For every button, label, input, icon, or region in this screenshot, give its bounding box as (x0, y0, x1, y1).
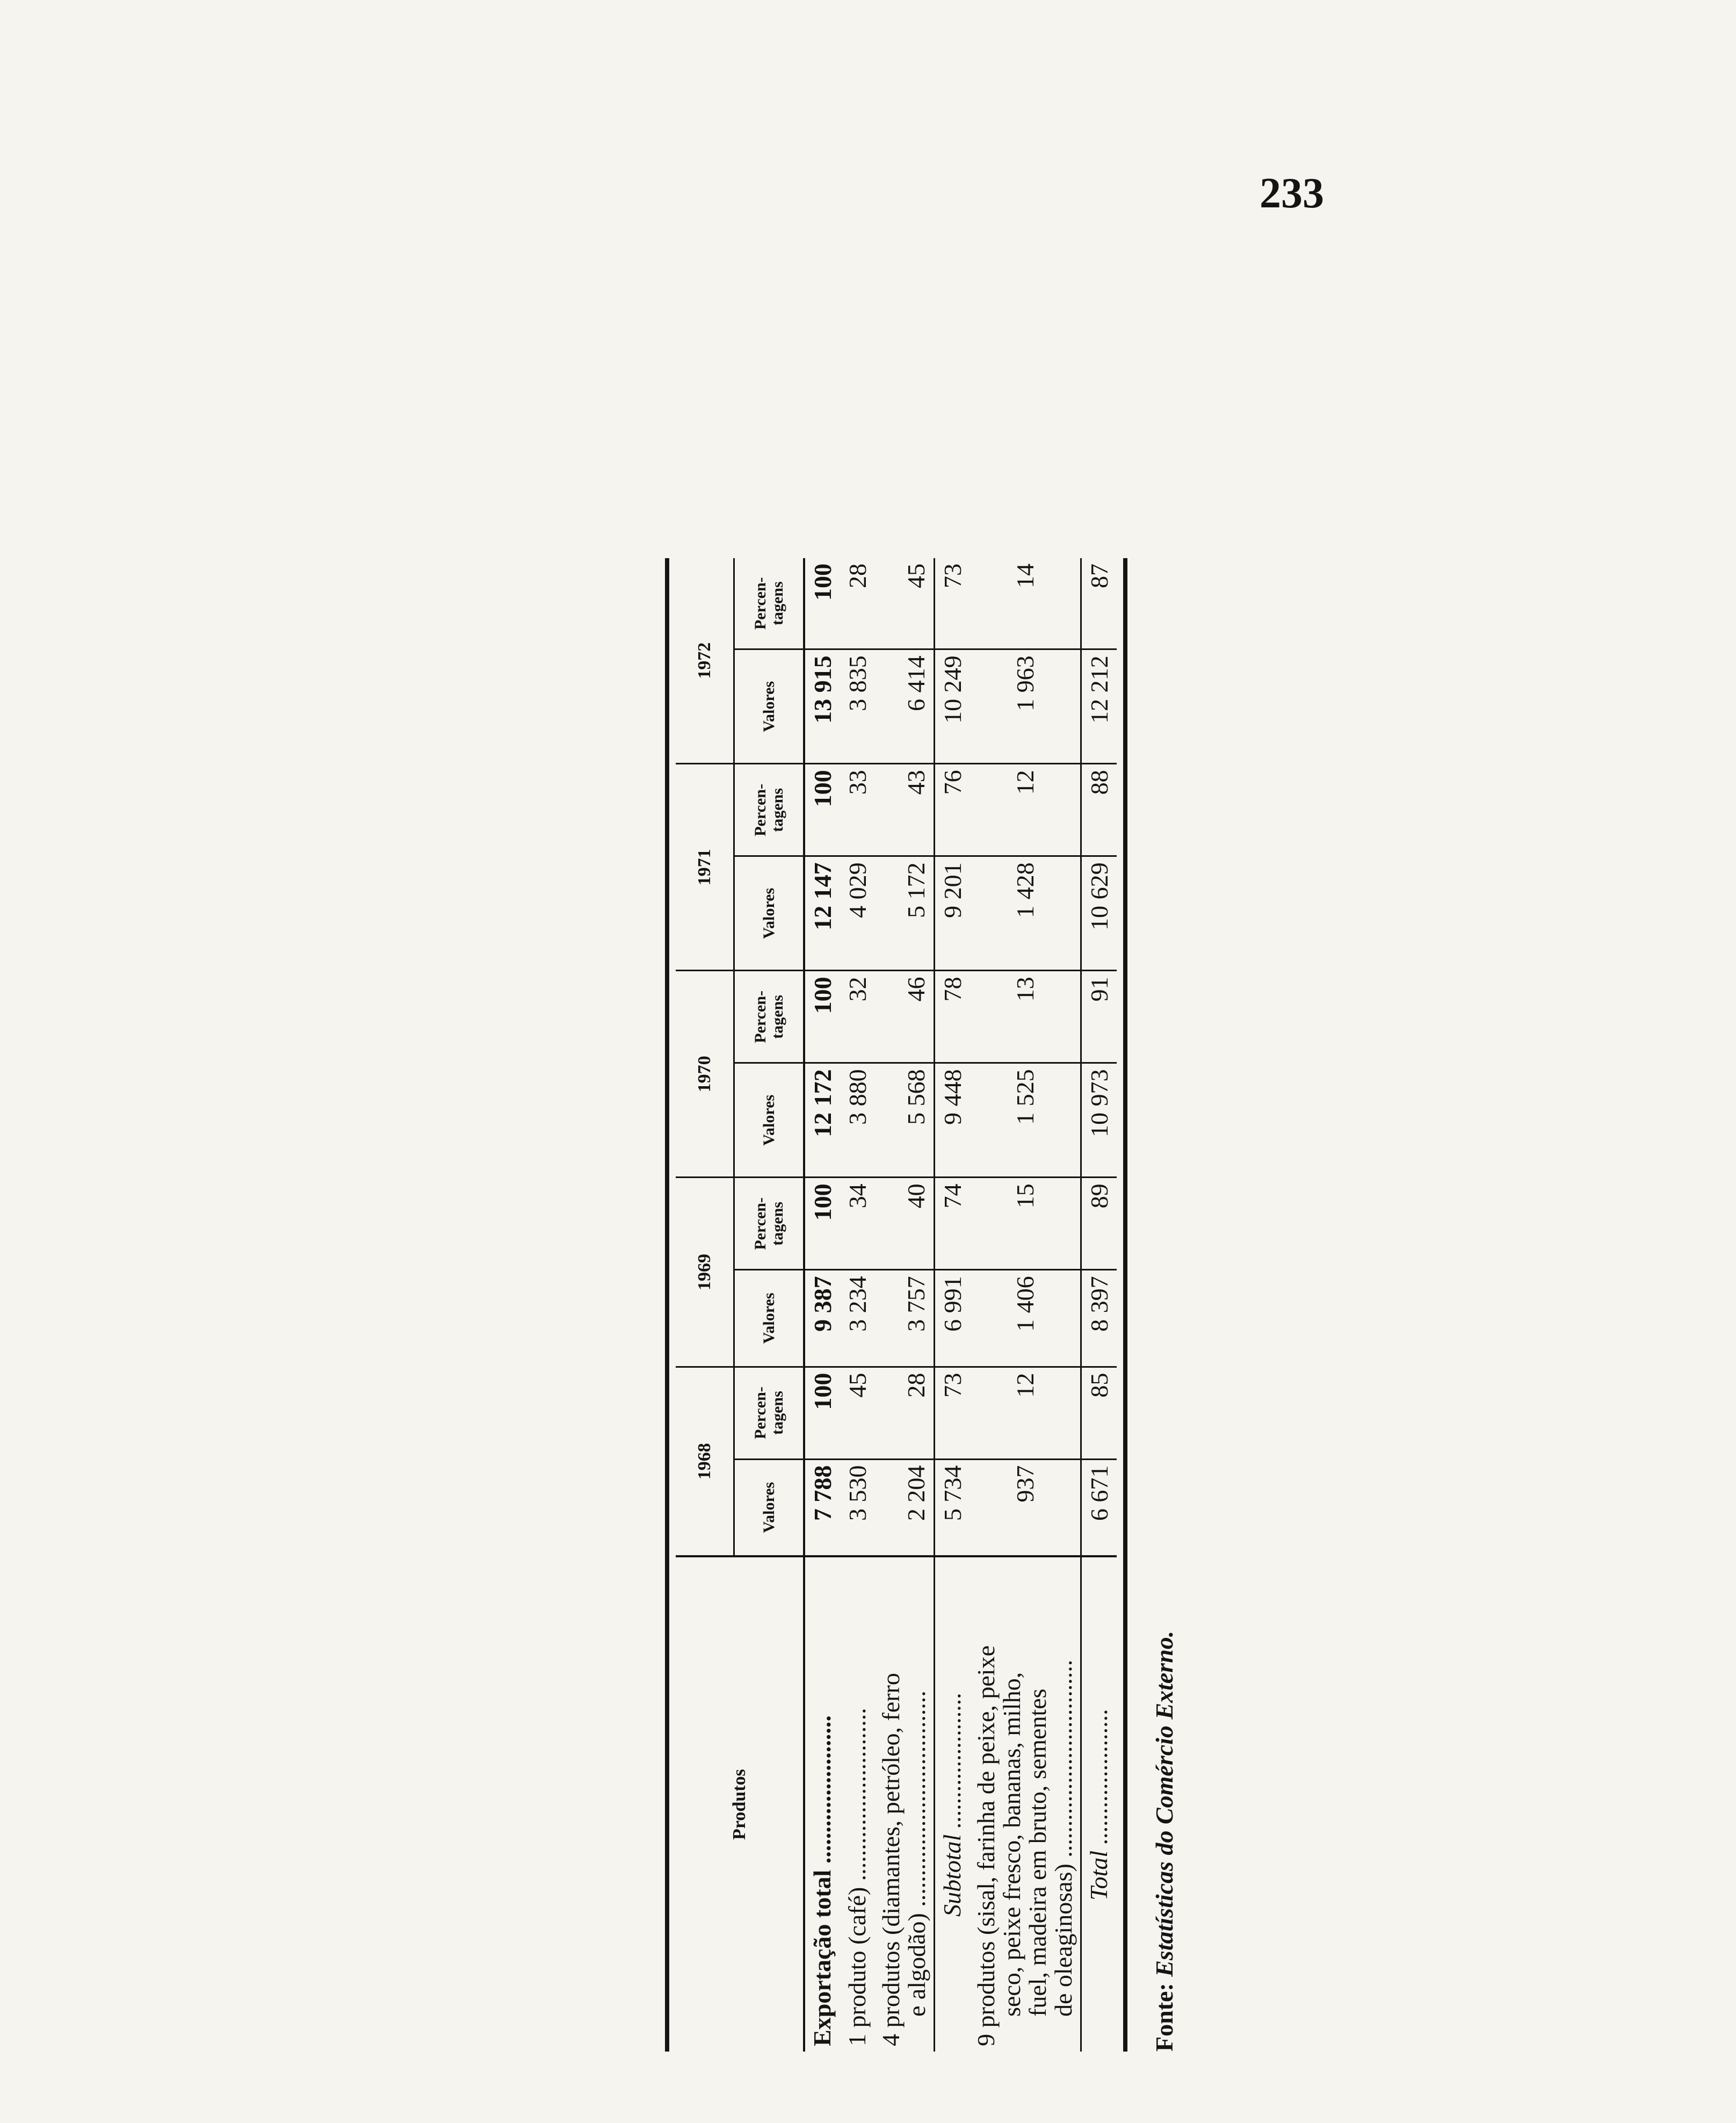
cell-percent: 15 (970, 1177, 1081, 1270)
cell-percent: 76 (934, 763, 970, 856)
row-label: Total ...................... (1081, 1556, 1117, 2052)
cell-valor: 5 734 (934, 1459, 970, 1556)
row-label: 1 produto (café) .......................… (840, 1556, 875, 2052)
top-rule (667, 558, 676, 2052)
rotated-table-block: Produtos 1968 1969 1970 1971 1972 Valore… (665, 539, 1256, 2070)
year-header: 1971 (676, 763, 734, 971)
cell-percent: 40 (875, 1177, 935, 1270)
percentagens-header: Percen-tagens (734, 558, 804, 649)
row-label: 9 produtos (sisal, farinha de peixe, pei… (970, 1556, 1081, 2052)
year-header-row: Produtos 1968 1969 1970 1971 1972 (676, 558, 804, 2052)
valores-header: Valores (734, 1269, 804, 1367)
produtos-header: Produtos (676, 1556, 804, 2052)
cell-percent: 100 (804, 558, 840, 649)
cell-valor: 12 212 (1081, 649, 1117, 764)
table-row: 9 produtos (sisal, farinha de peixe, pei… (970, 558, 1081, 2052)
cell-percent: 73 (934, 1367, 970, 1460)
export-table: Produtos 1968 1969 1970 1971 1972 Valore… (665, 558, 1127, 2052)
cell-valor: 937 (1011, 1465, 1039, 1503)
cell-valor: 2 204 (902, 1465, 930, 1521)
cell-percent: 33 (840, 763, 875, 856)
cell-valor: 1 428 (970, 856, 1081, 971)
cell-valor: 10 629 (1081, 856, 1117, 971)
cell-valor: 7 788 (809, 1465, 836, 1521)
cell-percent: 28 (840, 558, 875, 649)
cell-valor: 6 671 (1081, 1459, 1117, 1556)
cell-valor: 8 397 (1081, 1269, 1117, 1367)
year-header: 1968 (676, 1367, 734, 1556)
table-row: Exportação total .......................… (804, 558, 840, 2052)
cell-percent: 85 (1081, 1367, 1117, 1460)
cell-valor: 12 147 (804, 856, 840, 971)
cell-valor: 10 973 (1081, 1063, 1117, 1178)
cell-percent: 88 (1081, 763, 1117, 856)
cell-valor: 9 201 (934, 856, 970, 971)
percentagens-header: Percen-tagens (734, 763, 804, 856)
cell-valor: 3 757 (875, 1269, 935, 1367)
cell-percent: 87 (1081, 558, 1117, 649)
cell-percent: 100 (804, 1367, 840, 1460)
cell-percent: 28 (875, 1367, 935, 1460)
cell-valor: 12 172 (804, 1063, 840, 1178)
row-label: Subtotal ...................... (934, 1556, 970, 2052)
cell-percent: 89 (1081, 1177, 1117, 1270)
cell-percent: 12 (970, 1367, 1081, 1460)
table-row: 1 produto (café) .......................… (840, 558, 875, 2052)
row-label: Exportação total .......................… (804, 1556, 840, 2052)
cell-valor: 3 530 (844, 1465, 871, 1521)
page-number: 233 (1260, 170, 1324, 217)
cell-valor: 4 029 (840, 856, 875, 971)
valores-header: Valores (734, 1459, 804, 1556)
percentagens-header: Percen-tagens (734, 1367, 804, 1460)
cell-percent: 73 (934, 558, 970, 649)
cell-percent: 13 (970, 970, 1081, 1063)
cell-percent: 100 (804, 763, 840, 856)
cell-percent: 45 (875, 558, 935, 649)
cell-percent: 43 (875, 763, 935, 856)
cell-percent: 34 (840, 1177, 875, 1270)
table-row: Total ...................... 6 671 85 8 … (1081, 558, 1117, 2052)
cell-percent: 78 (934, 970, 970, 1063)
percentagens-header: Percen-tagens (734, 970, 804, 1063)
cell-percent: 14 (970, 558, 1081, 649)
cell-percent: 46 (875, 970, 935, 1063)
valores-header: Valores (734, 856, 804, 971)
cell-percent: 91 (1081, 970, 1117, 1063)
cell-percent: 100 (804, 970, 840, 1063)
cell-valor: 6 991 (934, 1269, 970, 1367)
source-text: Estatísticas do Comércio Externo. (1150, 1630, 1178, 1977)
percentagens-header: Percen-tagens (734, 1177, 804, 1270)
cell-valor: 13 915 (804, 649, 840, 764)
table-row: Subtotal ...................... 5 734 73… (934, 558, 970, 2052)
bottom-rule (1116, 558, 1125, 2052)
cell-valor: 6 414 (875, 649, 935, 764)
valores-header: Valores (734, 649, 804, 764)
cell-percent: 74 (934, 1177, 970, 1270)
year-header: 1970 (676, 970, 734, 1178)
cell-valor: 9 448 (934, 1063, 970, 1178)
cell-percent: 12 (970, 763, 1081, 856)
cell-valor: 1 406 (970, 1269, 1081, 1367)
year-header: 1969 (676, 1177, 734, 1367)
cell-percent: 32 (840, 970, 875, 1063)
source-label: Fonte: (1150, 1983, 1178, 2052)
cell-valor: 1 963 (970, 649, 1081, 764)
cell-valor: 3 234 (840, 1269, 875, 1367)
cell-valor: 1 525 (970, 1063, 1081, 1178)
cell-valor: 10 249 (934, 649, 970, 764)
cell-valor: 3 835 (840, 649, 875, 764)
cell-valor: 5 172 (875, 856, 935, 971)
cell-percent: 45 (840, 1367, 875, 1460)
year-header: 1972 (676, 558, 734, 764)
source-note: Fonte: Estatísticas do Comércio Externo. (1150, 539, 1178, 2052)
cell-valor: 9 387 (804, 1269, 840, 1367)
cell-valor: 5 568 (875, 1063, 935, 1178)
cell-valor: 3 880 (840, 1063, 875, 1178)
valores-header: Valores (734, 1063, 804, 1178)
cell-percent: 100 (804, 1177, 840, 1270)
